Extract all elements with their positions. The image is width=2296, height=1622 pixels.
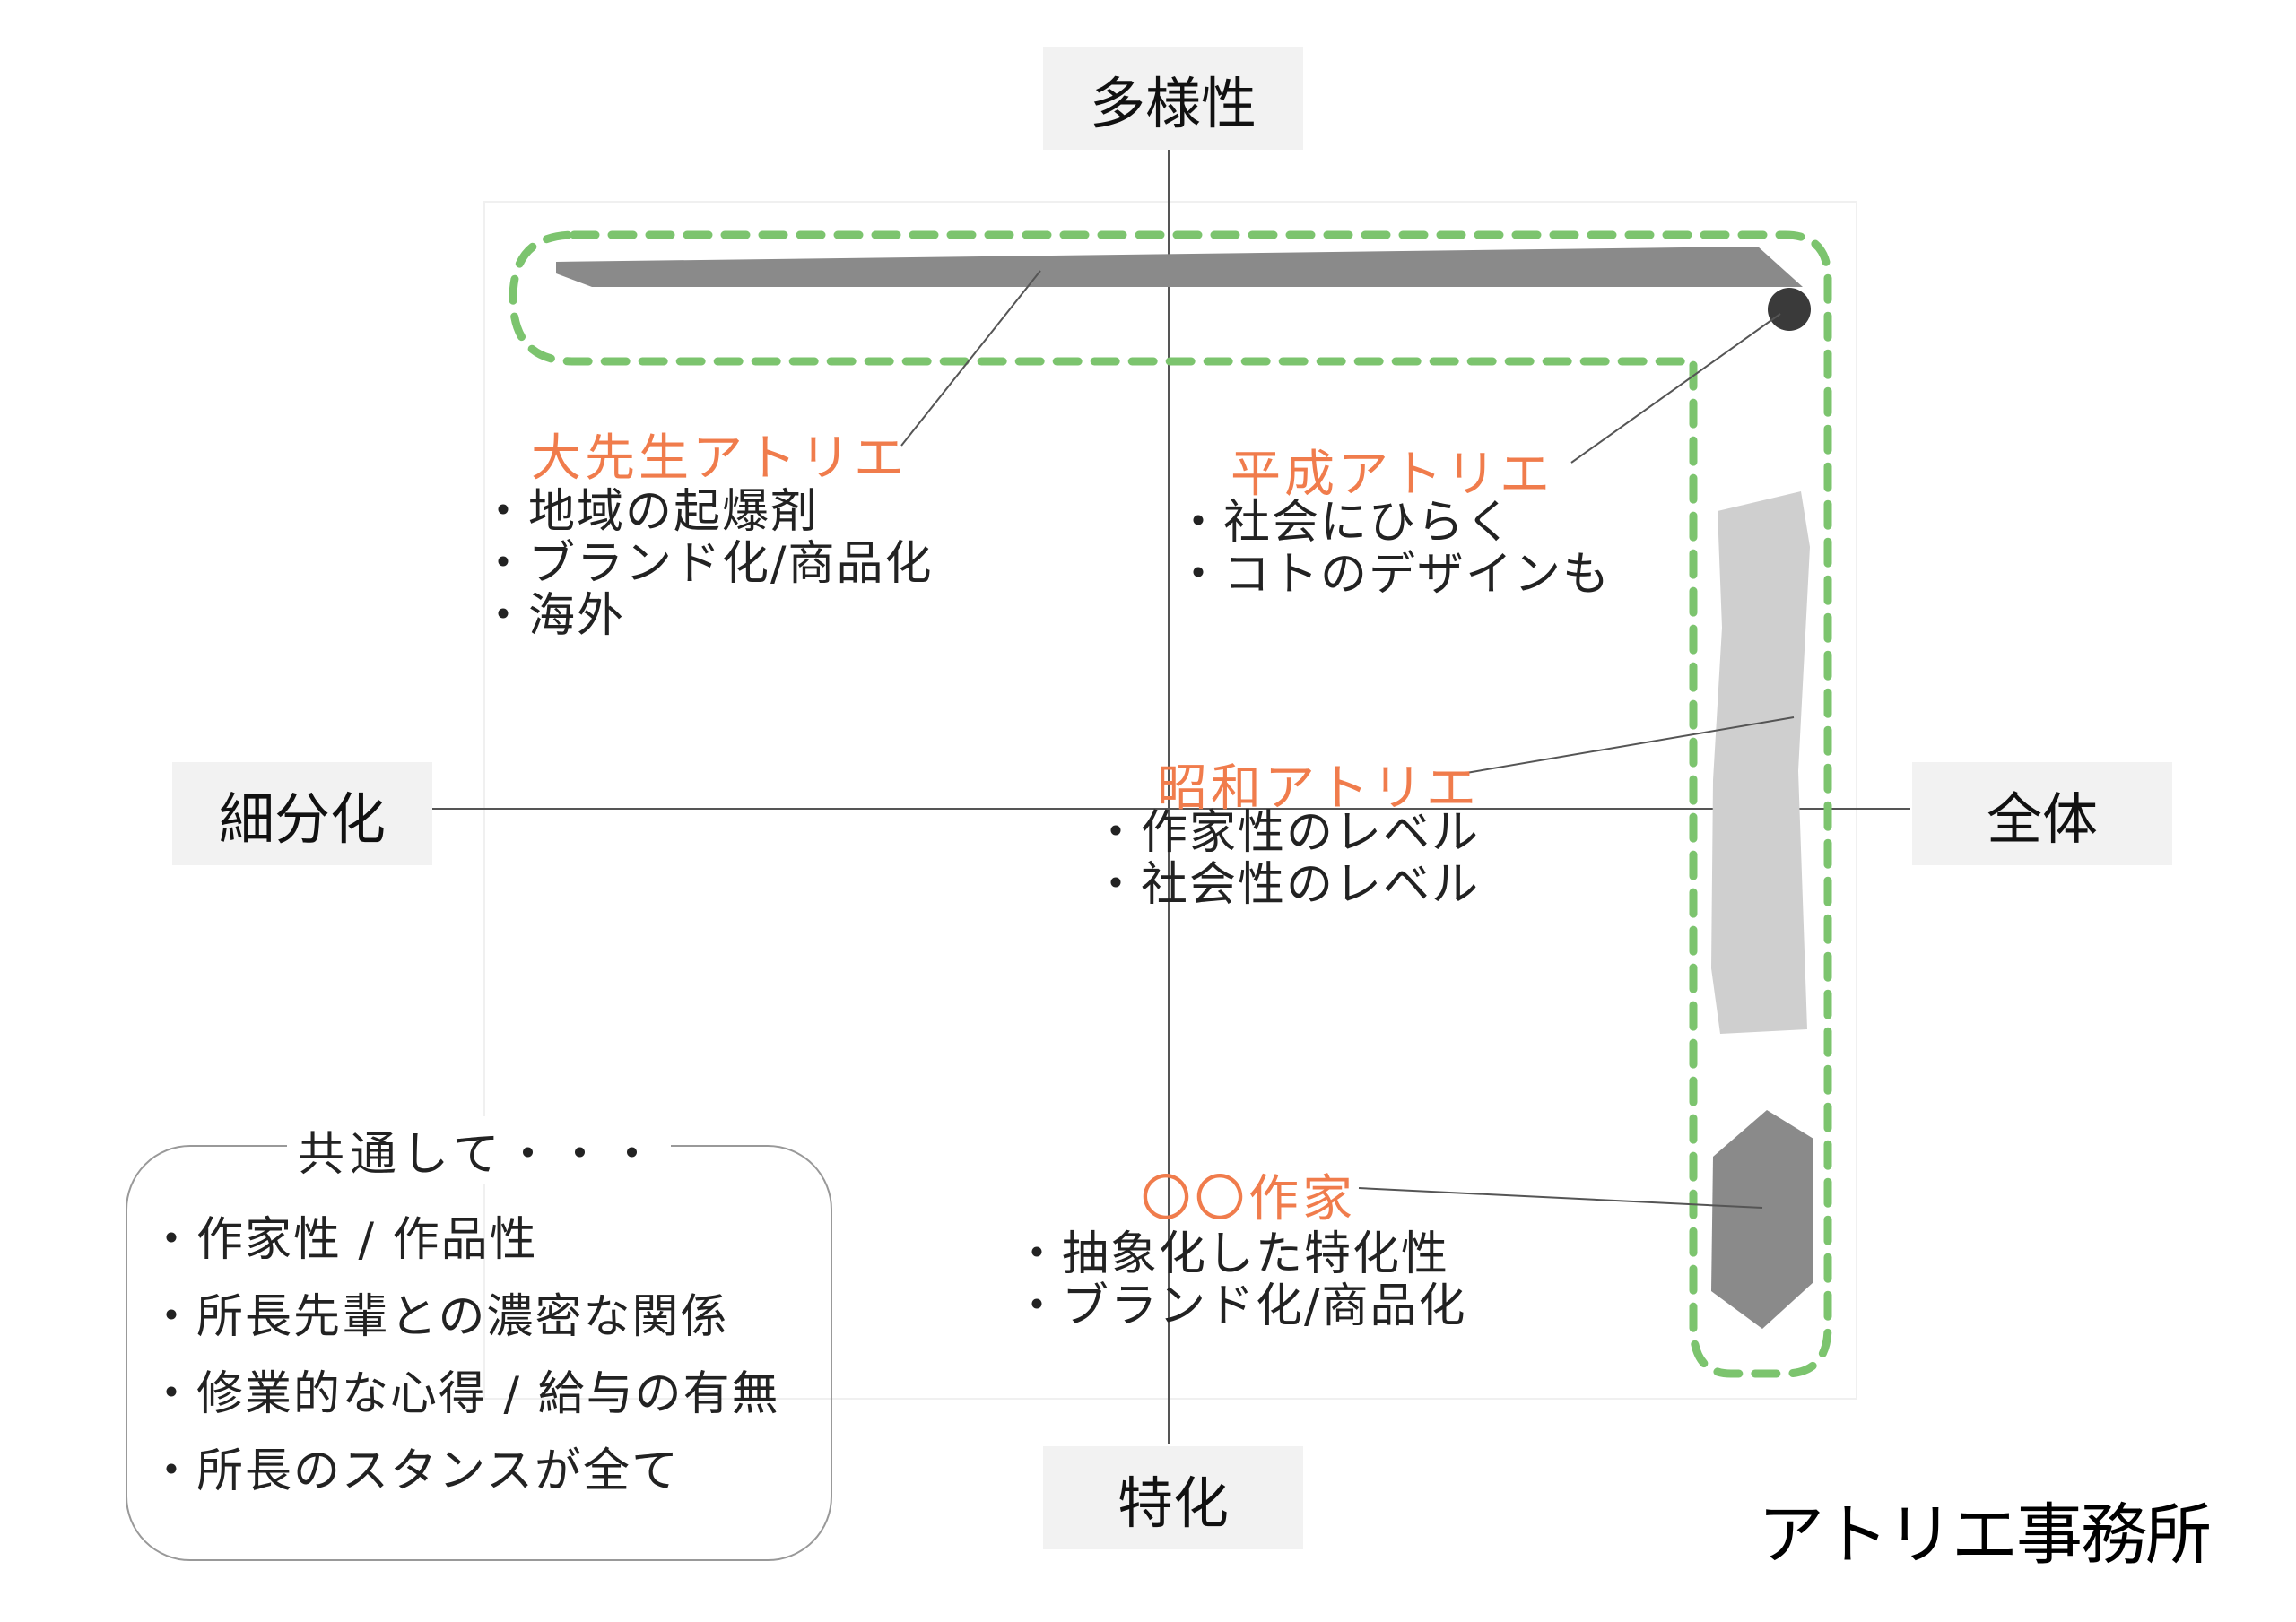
sakka-bullets: ・抽象化した特化性 ・ブランド化/商品化 — [1013, 1228, 1467, 1332]
heisei-dot — [1768, 288, 1811, 331]
axis-right-label: 全体 — [1912, 762, 2172, 865]
daisensei-shape — [556, 247, 1803, 287]
showa-bullets: ・作家性のレベル ・社会性のレベル — [1092, 807, 1480, 911]
axis-left-label: 細分化 — [172, 762, 432, 865]
showa-bullet: ・作家性のレベル — [1092, 806, 1481, 860]
heisei-label: 平成アトリエ — [1231, 446, 1553, 504]
showa-bullet: ・社会性のレベル — [1092, 858, 1481, 912]
sakka-label: 〇〇作家 — [1141, 1170, 1356, 1228]
daisensei-label: 大先生アトリエ — [531, 429, 908, 488]
showa-leader-line — [1465, 716, 1795, 774]
footer-title: アトリエ事務所 — [1758, 1496, 2212, 1574]
sakka-bullet: ・抽象化した特化性 — [1013, 1227, 1450, 1281]
showa-label: 昭和アトリエ — [1157, 759, 1480, 818]
daisensei-bullet: ・地域の起爆剤 — [480, 485, 820, 539]
heisei-bullet: ・社会にひらく — [1175, 496, 1515, 550]
sakka-shape — [1711, 1110, 1813, 1329]
background-frame — [483, 201, 1857, 1400]
daisensei-bullet: ・海外 — [480, 589, 626, 643]
heisei-bullets: ・社会にひらく ・コトのデザインも — [1175, 497, 1611, 601]
showa-shape — [1711, 491, 1810, 1034]
common-item: ・修業的な心得 / 給与の有無 — [148, 1367, 780, 1421]
common-item: ・所長先輩との濃密な関係 — [148, 1290, 729, 1344]
common-item: ・所長のスタンスが全て — [148, 1444, 680, 1498]
common-list: ・作家性 / 作品性 ・所長先輩との濃密な関係 ・修業的な心得 / 給与の有無 … — [148, 1201, 780, 1510]
common-title: 共通して・・・ — [287, 1116, 672, 1184]
heisei-leader-line — [1570, 313, 1781, 464]
daisensei-bullet: ・ブランド化/商品化 — [480, 537, 934, 591]
daisensei-bullets: ・地域の起爆剤 ・ブランド化/商品化 ・海外 — [480, 486, 934, 642]
sakka-leader-line — [1358, 1187, 1763, 1209]
sakka-bullet: ・ブランド化/商品化 — [1013, 1279, 1467, 1333]
axis-top-label: 多様性 — [1043, 47, 1303, 150]
heisei-bullet: ・コトのデザインも — [1175, 548, 1612, 602]
axis-bottom-label: 特化 — [1043, 1446, 1303, 1549]
heisei-dashed-outline — [509, 230, 1832, 1378]
common-item: ・作家性 / 作品性 — [148, 1213, 538, 1267]
daisensei-leader-line — [900, 270, 1041, 447]
